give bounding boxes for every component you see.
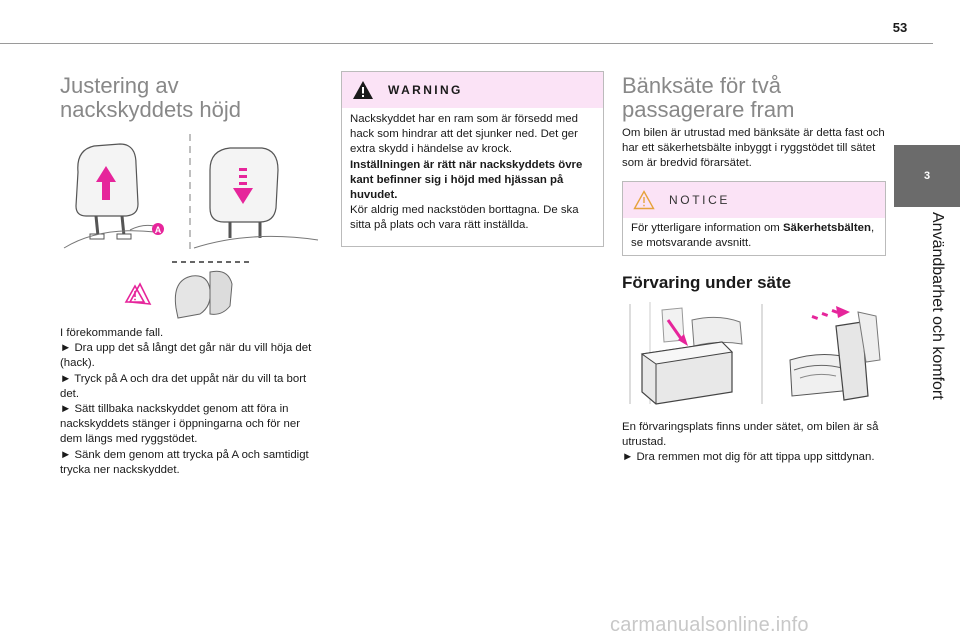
bench-seat-intro: Om bilen är utrustad med bänksäte är det… [622,127,885,170]
page-number: 53 [892,20,908,35]
notice-header: NOTICE [623,182,885,218]
seatbelt-link[interactable]: Säkerhetsbälten [782,222,871,234]
section-title-headrest: Justering av nackskyddets höjd [60,73,241,122]
warning-body: Nackskyddet har en ram som är försedd me… [350,113,583,232]
notice-body: För ytterligare information om Säkerhets… [631,222,875,250]
chapter-title: Användbarhet och komfort [929,212,946,400]
headrest-illustration: A [63,134,319,319]
notice-triangle-icon [633,190,655,210]
storage-instructions: En förvaringsplats finns under sätet, om… [622,421,879,464]
headrest-instructions: I förekommande fall. ► Dra upp det så lå… [60,327,312,476]
warning-header: WARNING [342,72,603,108]
storage-heading: Förvaring under säte [622,273,792,292]
warning-box: WARNING Nackskyddet har en ram som är fö… [341,71,604,247]
warning-triangle-icon [353,81,373,99]
watermark: carmanualsonline.info [610,614,809,636]
warning-title: WARNING [388,83,463,97]
notice-box: NOTICE För ytterligare information om Sä… [622,181,886,256]
header-rule [0,43,933,44]
section-title-bench-seat: Bänksäte för två passagerare fram [622,73,795,122]
notice-title: NOTICE [669,193,730,207]
under-seat-storage-illustration [629,302,881,405]
callout-a-label: A [155,225,162,235]
chapter-tab[interactable]: 3 [894,145,960,207]
